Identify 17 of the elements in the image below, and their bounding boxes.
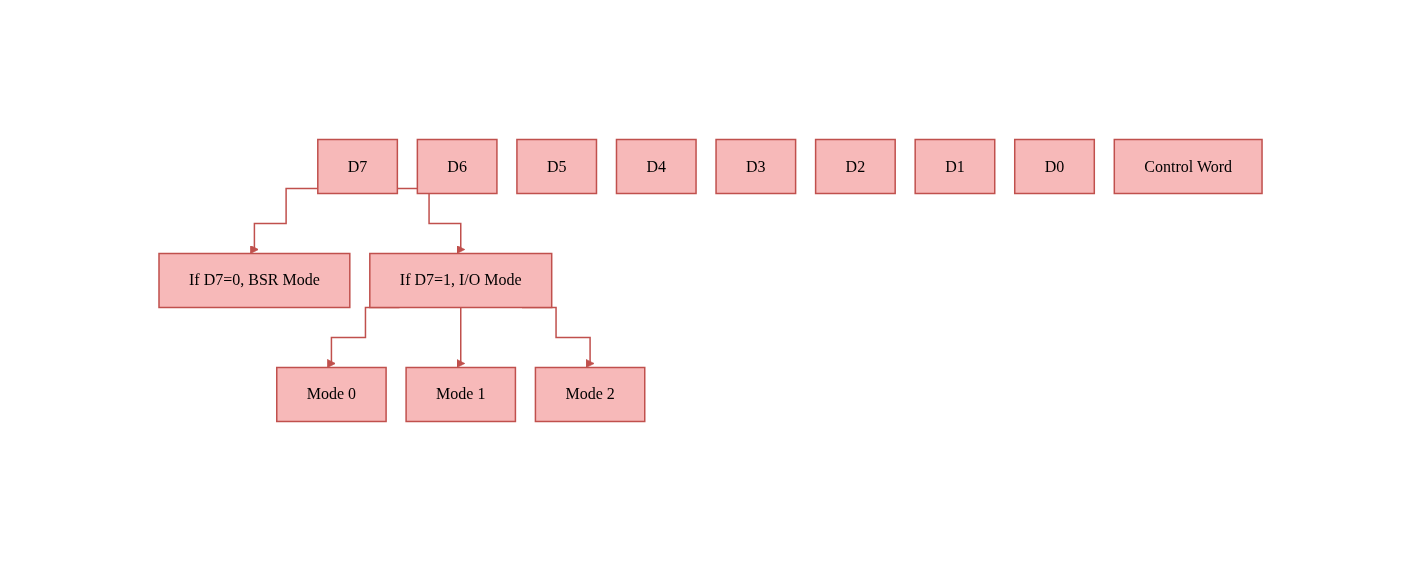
node-box: D1 [914,138,996,195]
node-box: Mode 1 [405,366,517,423]
node-box: D2 [815,138,897,195]
node-box: D7 [317,138,399,195]
node-box: If D7=0, BSR Mode [158,252,352,309]
arrow [456,306,466,368]
node-box: D4 [616,138,698,195]
arrow [250,187,319,254]
node-box: D3 [715,138,797,195]
node-box: D0 [1014,138,1096,195]
node-box: Control Word [1114,138,1264,195]
node-box: Mode 0 [276,366,388,423]
node-box: Mode 2 [535,366,646,423]
node-box: D6 [417,138,499,195]
arrow [397,187,466,254]
node-box: D5 [516,138,598,195]
node-box: If D7=1, I/O Mode [369,252,553,309]
